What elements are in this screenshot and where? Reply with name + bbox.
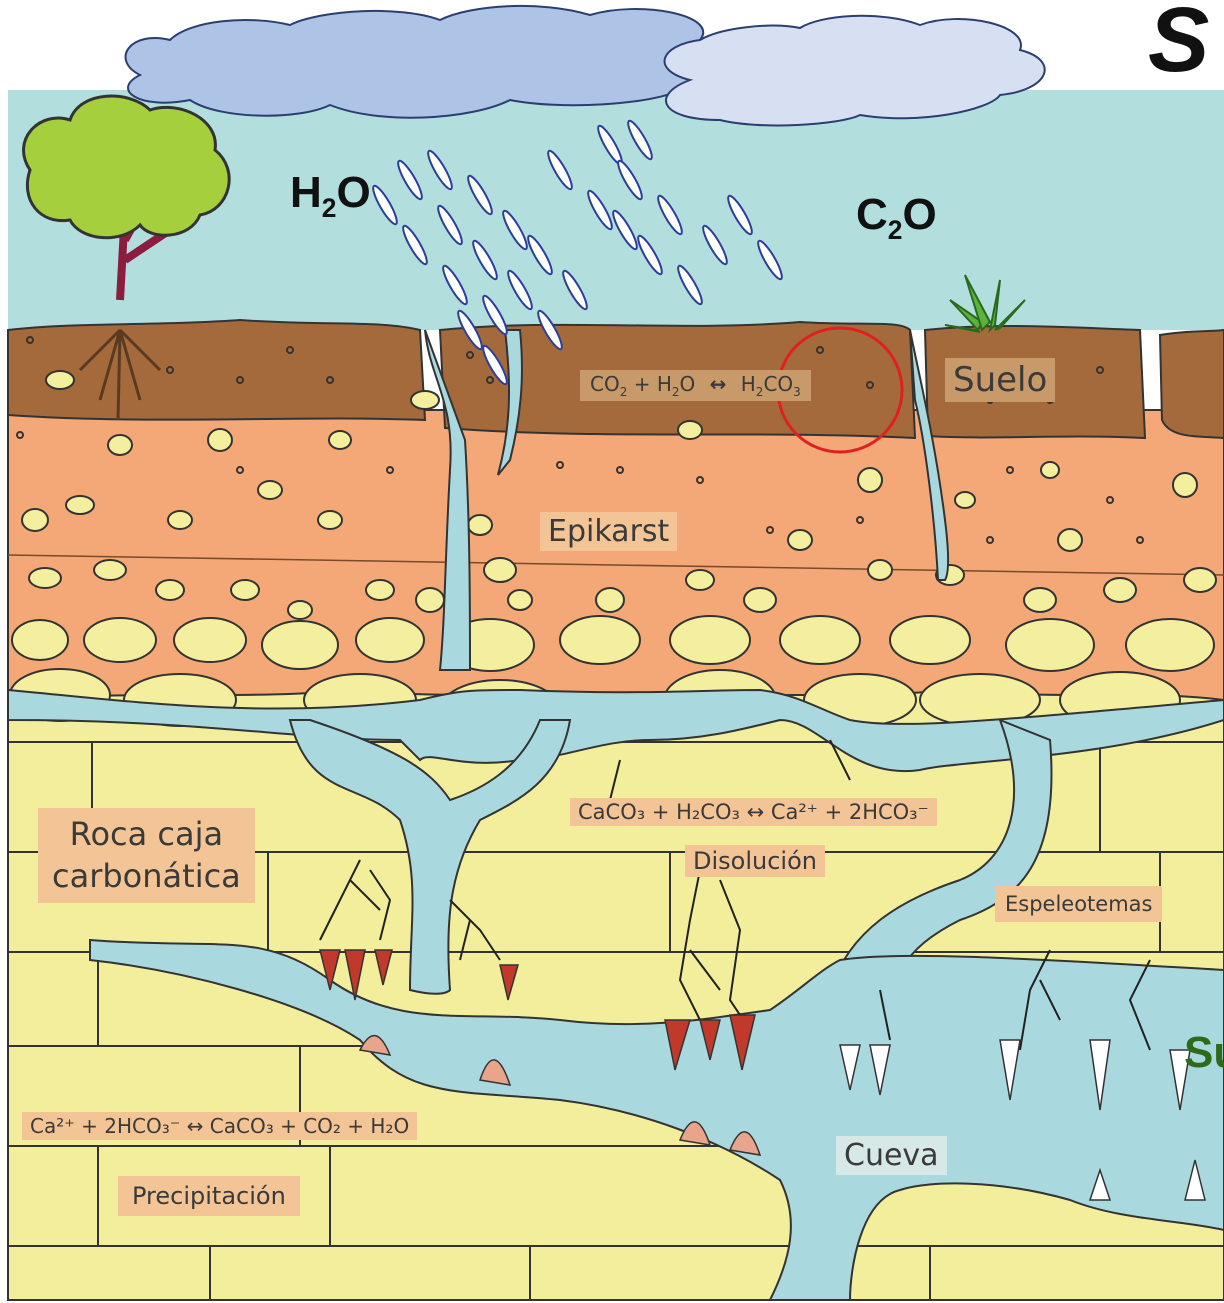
speleothems-label: Espeleotemas: [995, 886, 1162, 922]
soil-eq-a: CO: [590, 372, 620, 396]
soil-eq-b-end: O: [680, 372, 696, 396]
soil-layer: [1160, 330, 1224, 438]
page-title: S: [1148, 0, 1209, 93]
water-label-h: H: [290, 168, 322, 217]
soil-eq-plus: + H: [627, 372, 672, 396]
co-label-o: O: [902, 190, 936, 239]
co-label-sub: 2: [888, 215, 903, 245]
soil-equation: CO2 + H2O ↔ H2CO3: [580, 370, 811, 401]
precipitation-equation: Ca²⁺ + 2HCO₃⁻ ↔ CaCO₃ + CO₂ + H₂O: [22, 1112, 417, 1140]
soil-layer: [8, 320, 425, 420]
water-label: H2O: [290, 168, 371, 224]
cave-label: Cueva: [836, 1136, 947, 1175]
dissolution-equation: CaCO₃ + H₂CO₃ ↔ Ca²⁺ + 2HCO₃⁻: [570, 798, 937, 826]
soil-eq-c-sub2: 3: [793, 385, 801, 399]
precipitation-label: Precipitación: [118, 1176, 300, 1216]
cloud-dark: [126, 6, 728, 118]
water-label-o: O: [336, 168, 370, 217]
dissolution-label: Disolución: [685, 845, 825, 877]
soil-eq-c-mid: CO: [763, 372, 793, 396]
soil-eq-c: H: [741, 372, 756, 396]
soil-eq-b-sub: 2: [672, 385, 680, 399]
co-label-c: C: [856, 190, 888, 239]
host-rock-label: Roca caja carbonática: [38, 808, 255, 903]
cut-label: Su: [1184, 1028, 1224, 1078]
soil-eq-arrow: ↔: [710, 372, 727, 396]
co-label: C2O: [856, 190, 937, 246]
host-rock-line2: carbonática: [52, 856, 241, 898]
epikarst-label: Epikarst: [540, 512, 677, 551]
host-rock-line1: Roca caja: [52, 814, 241, 856]
soil-label: Suelo: [945, 358, 1055, 402]
water-label-sub: 2: [322, 193, 337, 223]
